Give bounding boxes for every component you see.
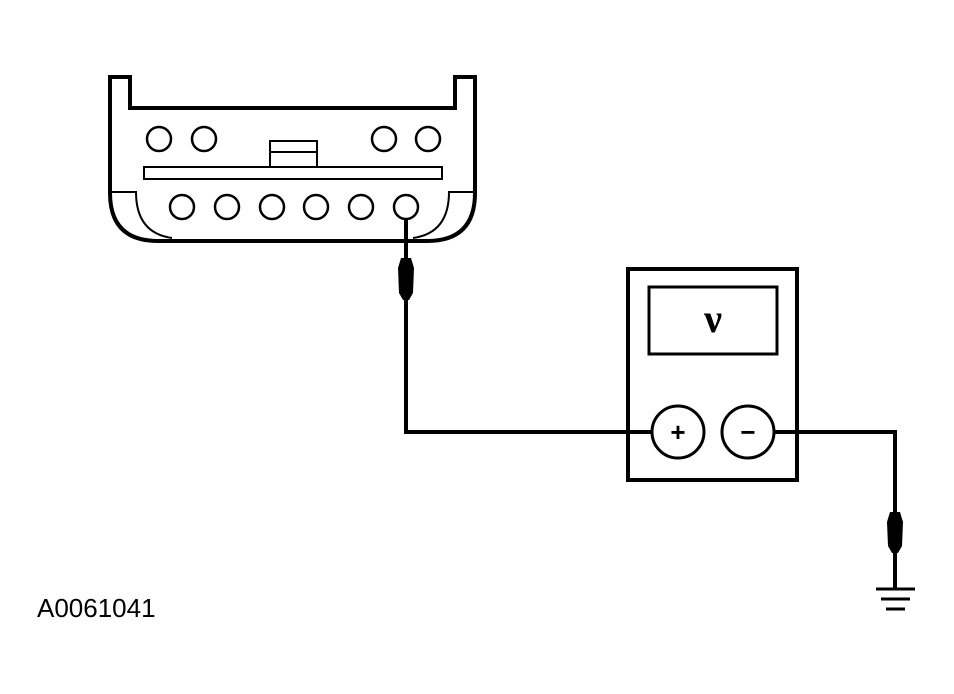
connector bbox=[108, 75, 477, 243]
positive-lead-wire bbox=[404, 298, 652, 434]
positive-terminal-label: + bbox=[670, 417, 685, 447]
connector-pin-bottom-5 bbox=[347, 193, 375, 221]
probe-tip-icon bbox=[398, 258, 414, 300]
connector-inner-curve-right bbox=[412, 191, 475, 239]
voltmeter: ν + − bbox=[626, 267, 799, 482]
connector-pin-top-4 bbox=[414, 125, 442, 153]
negative-lead-wire bbox=[774, 430, 897, 512]
connector-pin-bottom-4 bbox=[302, 193, 330, 221]
connector-pin-top-3 bbox=[370, 125, 398, 153]
probe-tip-icon bbox=[887, 512, 903, 553]
connector-pin-bottom-3 bbox=[258, 193, 286, 221]
connector-pin-top-2 bbox=[190, 125, 218, 153]
negative-lead bbox=[774, 430, 915, 611]
figure-id-label: A0061041 bbox=[37, 593, 156, 623]
ground-symbol-icon bbox=[876, 587, 915, 611]
positive-terminal bbox=[650, 404, 706, 460]
connector-pin-bottom-6 bbox=[392, 193, 420, 221]
voltmeter-display-symbol: ν bbox=[703, 296, 722, 341]
connector-pin-top-1 bbox=[145, 125, 173, 153]
negative-terminal-label: − bbox=[740, 417, 755, 447]
connector-slot-bar bbox=[143, 166, 443, 180]
connector-latch bbox=[269, 140, 318, 168]
connector-inner-curve-left bbox=[110, 191, 173, 239]
connector-pin-bottom-1 bbox=[168, 193, 196, 221]
voltmeter-display bbox=[647, 285, 779, 356]
connector-outline bbox=[108, 75, 477, 243]
connector-pin-bottom-2 bbox=[213, 193, 241, 221]
positive-lead bbox=[398, 219, 652, 434]
voltmeter-body bbox=[626, 267, 799, 482]
